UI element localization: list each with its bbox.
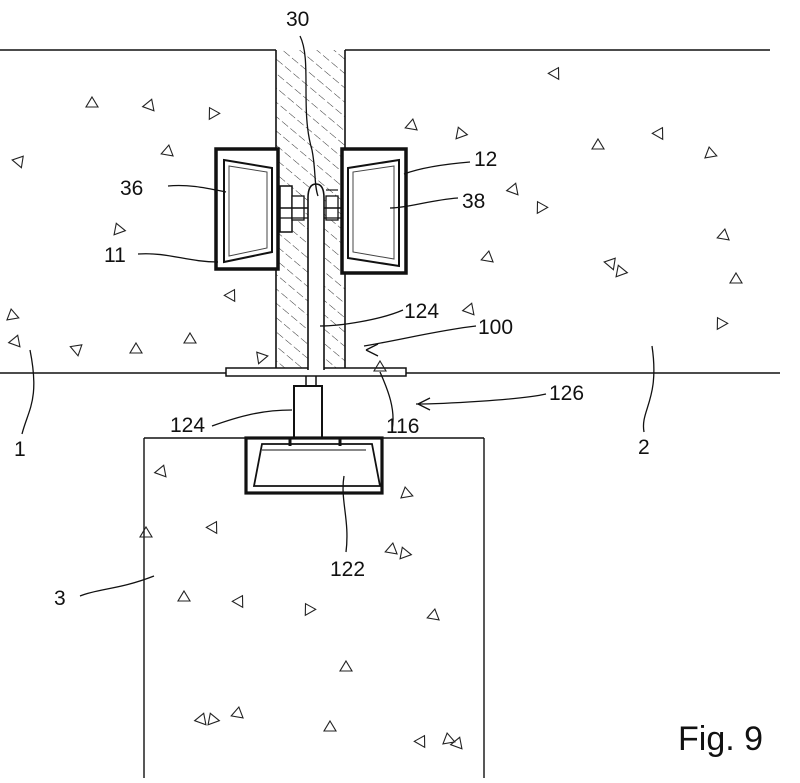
aggregate-mark	[323, 719, 337, 732]
aggregate-mark	[113, 222, 127, 236]
aggregate-mark	[442, 732, 456, 745]
anchor-box-122	[244, 436, 384, 495]
aggregate-mark	[231, 594, 244, 609]
aggregate-mark	[716, 316, 729, 331]
aggregate-mark	[6, 308, 20, 321]
aggregate-mark	[426, 608, 440, 621]
slab-element-2	[345, 49, 780, 374]
aggregate-mark	[603, 257, 616, 271]
aggregate-mark	[256, 351, 269, 365]
label-100: 100	[478, 316, 513, 339]
label-1: 1	[14, 438, 26, 461]
label-124-lower: 124	[170, 414, 205, 437]
aggregate-mark	[455, 126, 469, 140]
label-36: 36	[120, 177, 143, 200]
aggregate-mark	[160, 144, 174, 157]
aggregate-mark	[404, 118, 418, 131]
aggregate-mark	[547, 66, 560, 81]
label-122: 122	[330, 558, 365, 581]
anchor-box-11	[214, 147, 280, 271]
aggregate-mark	[85, 95, 99, 108]
label-11: 11	[104, 244, 126, 267]
label-3: 3	[54, 587, 66, 610]
aggregate-mark	[230, 706, 244, 719]
aggregate-mark	[716, 228, 730, 241]
label-38: 38	[462, 190, 485, 213]
aggregate-mark	[7, 334, 21, 348]
aggregate-mark	[536, 200, 549, 215]
aggregate-mark	[153, 464, 167, 478]
figure-caption: Fig. 9	[678, 720, 763, 758]
aggregate-mark	[208, 106, 221, 121]
aggregate-mark	[449, 736, 463, 750]
aggregate-mark	[183, 331, 197, 344]
aggregate-mark	[207, 712, 221, 726]
aggregate-mark	[223, 288, 236, 303]
aggregate-mark	[373, 359, 387, 372]
label-2: 2	[638, 436, 650, 459]
aggregate-mark	[399, 546, 413, 560]
aggregate-mark	[177, 589, 191, 602]
aggregate-mark	[193, 712, 207, 726]
aggregate-mark	[129, 341, 143, 354]
aggregate-mark	[591, 137, 605, 150]
aggregate-mark	[141, 98, 155, 112]
aggregate-mark	[400, 486, 414, 499]
aggregate-mark	[11, 155, 24, 169]
anchor-box-12	[340, 147, 408, 275]
aggregate-mark	[69, 344, 83, 357]
aggregate-mark	[461, 302, 475, 316]
aggregate-mark	[384, 542, 398, 555]
aggregate-mark	[413, 734, 426, 749]
label-12: 12	[474, 148, 497, 171]
label-124-upper: 124	[404, 300, 439, 323]
aggregate-mark	[139, 525, 153, 538]
label-126: 126	[549, 382, 584, 405]
label-116: 116	[386, 415, 419, 438]
aggregate-mark	[615, 264, 629, 278]
aggregate-mark	[704, 146, 718, 159]
aggregate-mark	[480, 250, 494, 263]
aggregate-mark	[505, 182, 519, 196]
aggregate-mark	[729, 271, 743, 284]
bolt-assembly	[279, 185, 342, 233]
concrete-element-3	[143, 437, 485, 778]
hooked-rod-124	[307, 183, 325, 370]
aggregate-mark	[339, 659, 353, 672]
leader-lines	[21, 35, 655, 597]
aggregate-mark	[304, 602, 317, 617]
label-30: 30	[286, 8, 309, 31]
aggregate-mark	[205, 520, 218, 535]
aggregate-mark	[651, 126, 664, 141]
aggregate-marks	[6, 66, 743, 750]
